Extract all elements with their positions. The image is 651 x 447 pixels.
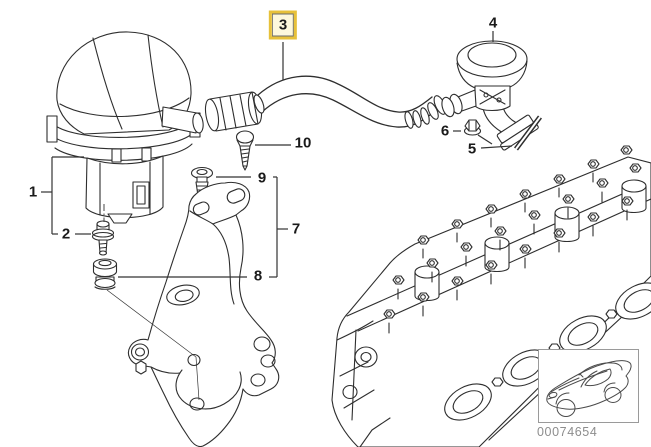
- leader-lines: [41, 31, 513, 401]
- callout-9[interactable]: 9: [257, 169, 267, 187]
- grommet-drawing: [92, 258, 118, 290]
- cylinder-head-drawing: [331, 145, 651, 447]
- callout-6[interactable]: 6: [440, 122, 450, 140]
- air-hose-drawing: [253, 75, 447, 129]
- callout-4[interactable]: 4: [488, 14, 498, 32]
- air-pump-drawing: [46, 31, 263, 224]
- callout-8[interactable]: 8: [253, 267, 263, 285]
- callout-7[interactable]: 7: [291, 220, 301, 238]
- head-end-face: [336, 320, 391, 447]
- screw-drawing: [235, 130, 255, 171]
- car-icon: [546, 360, 632, 417]
- callout-3-highlighted[interactable]: 3: [268, 10, 298, 40]
- image-number: 00074654: [537, 425, 598, 439]
- callout-10[interactable]: 10: [294, 134, 312, 152]
- check-valve-drawing: [441, 40, 539, 151]
- gasket-drawing: [514, 115, 542, 151]
- bolt-drawing: [91, 220, 115, 256]
- head-nuts: [383, 145, 642, 334]
- bracket-drawing: [127, 181, 280, 447]
- nut-drawing: [463, 119, 493, 145]
- callout-5[interactable]: 5: [467, 140, 477, 158]
- callout-2[interactable]: 2: [61, 225, 71, 243]
- callout-1[interactable]: 1: [28, 183, 38, 201]
- vehicle-thumbnail: [538, 349, 639, 423]
